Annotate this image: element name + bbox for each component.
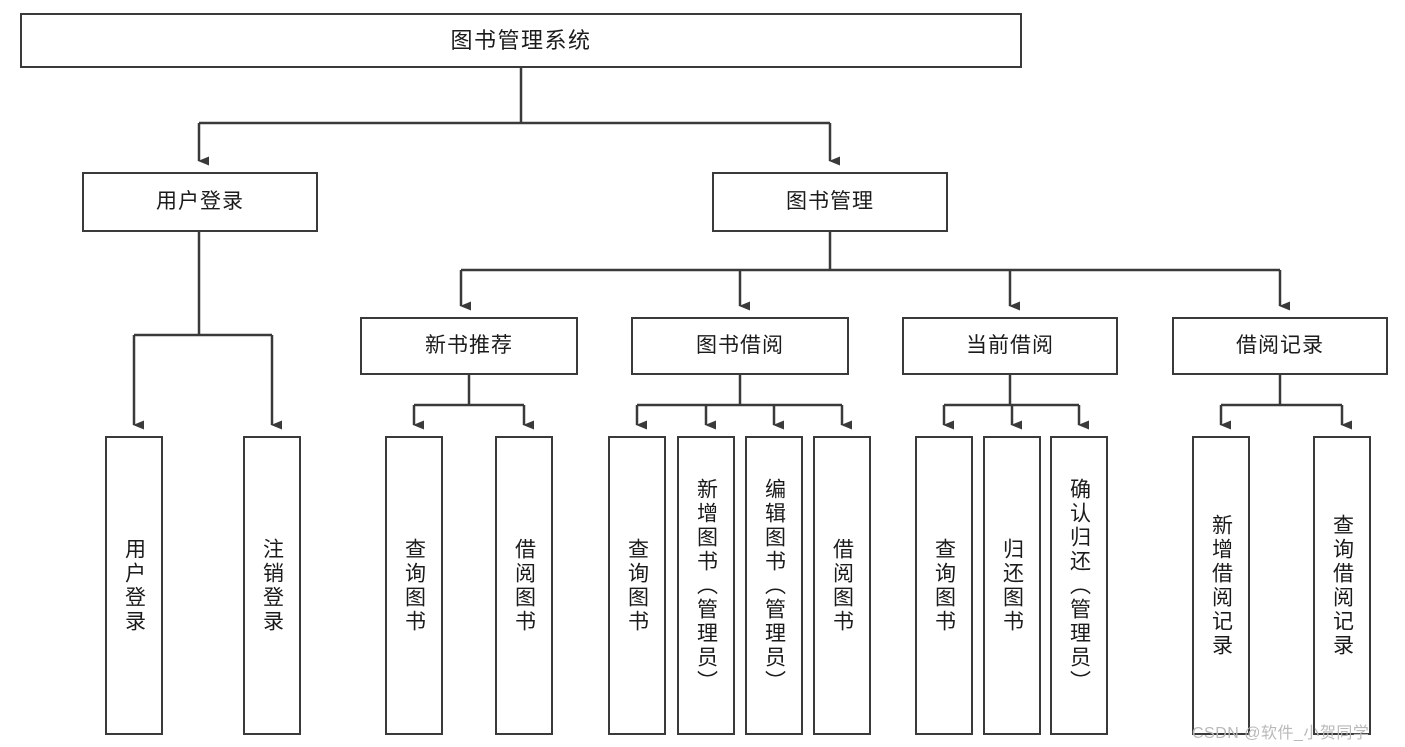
node-label: 编辑图书（管理员） [762, 477, 786, 694]
node-label: 图书借阅 [696, 333, 784, 357]
node-label: 归还图书 [1000, 537, 1024, 634]
node-label: 用户登录 [122, 537, 146, 634]
leaf-book-borrow-add-book[interactable]: 新增图书（管理员） [677, 436, 735, 735]
node-label: 图书管理 [786, 189, 874, 213]
leaf-borrow-record-add-record[interactable]: 新增借阅记录 [1192, 436, 1250, 735]
node-label: 借阅图书 [512, 537, 536, 634]
leaf-book-borrow-borrow-book[interactable]: 借阅图书 [813, 436, 871, 735]
node-label: 确认归还（管理员） [1067, 477, 1091, 694]
node-label: 新书推荐 [425, 333, 513, 357]
node-label: 查询借阅记录 [1330, 513, 1354, 658]
leaf-current-borrow-return-book[interactable]: 归还图书 [983, 436, 1041, 735]
leaf-user-login-logout[interactable]: 注销登录 [243, 436, 301, 735]
node-current-borrow[interactable]: 当前借阅 [902, 317, 1118, 375]
leaf-borrow-record-query-record[interactable]: 查询借阅记录 [1313, 436, 1371, 735]
leaf-book-borrow-query-book[interactable]: 查询图书 [608, 436, 666, 735]
leaf-current-borrow-confirm-return[interactable]: 确认归还（管理员） [1050, 436, 1108, 735]
node-label: 新增借阅记录 [1209, 513, 1233, 658]
node-book-management[interactable]: 图书管理 [712, 172, 948, 232]
node-book-borrow[interactable]: 图书借阅 [631, 317, 849, 375]
leaf-new-book-query-book[interactable]: 查询图书 [385, 436, 443, 735]
node-label: 借阅记录 [1236, 333, 1324, 357]
node-label: 查询图书 [625, 537, 649, 634]
node-user-login[interactable]: 用户登录 [82, 172, 318, 232]
node-label: 图书管理系统 [450, 27, 592, 53]
node-new-book-recommend[interactable]: 新书推荐 [360, 317, 578, 375]
leaf-user-login-login[interactable]: 用户登录 [105, 436, 163, 735]
node-label: 查询图书 [402, 537, 426, 634]
csdn-watermark: CSDN @软件_小贺同学 [1192, 725, 1370, 742]
node-label: 新增图书（管理员） [694, 477, 718, 694]
node-label: 注销登录 [260, 537, 284, 634]
node-root-system[interactable]: 图书管理系统 [20, 13, 1022, 68]
leaf-current-borrow-query-book[interactable]: 查询图书 [915, 436, 973, 735]
node-label: 查询图书 [932, 537, 956, 634]
node-borrow-record[interactable]: 借阅记录 [1172, 317, 1388, 375]
node-label: 借阅图书 [830, 537, 854, 634]
node-label: 当前借阅 [966, 333, 1054, 357]
node-label: 用户登录 [156, 189, 244, 213]
leaf-book-borrow-edit-book[interactable]: 编辑图书（管理员） [745, 436, 803, 735]
leaf-new-book-borrow-book[interactable]: 借阅图书 [495, 436, 553, 735]
